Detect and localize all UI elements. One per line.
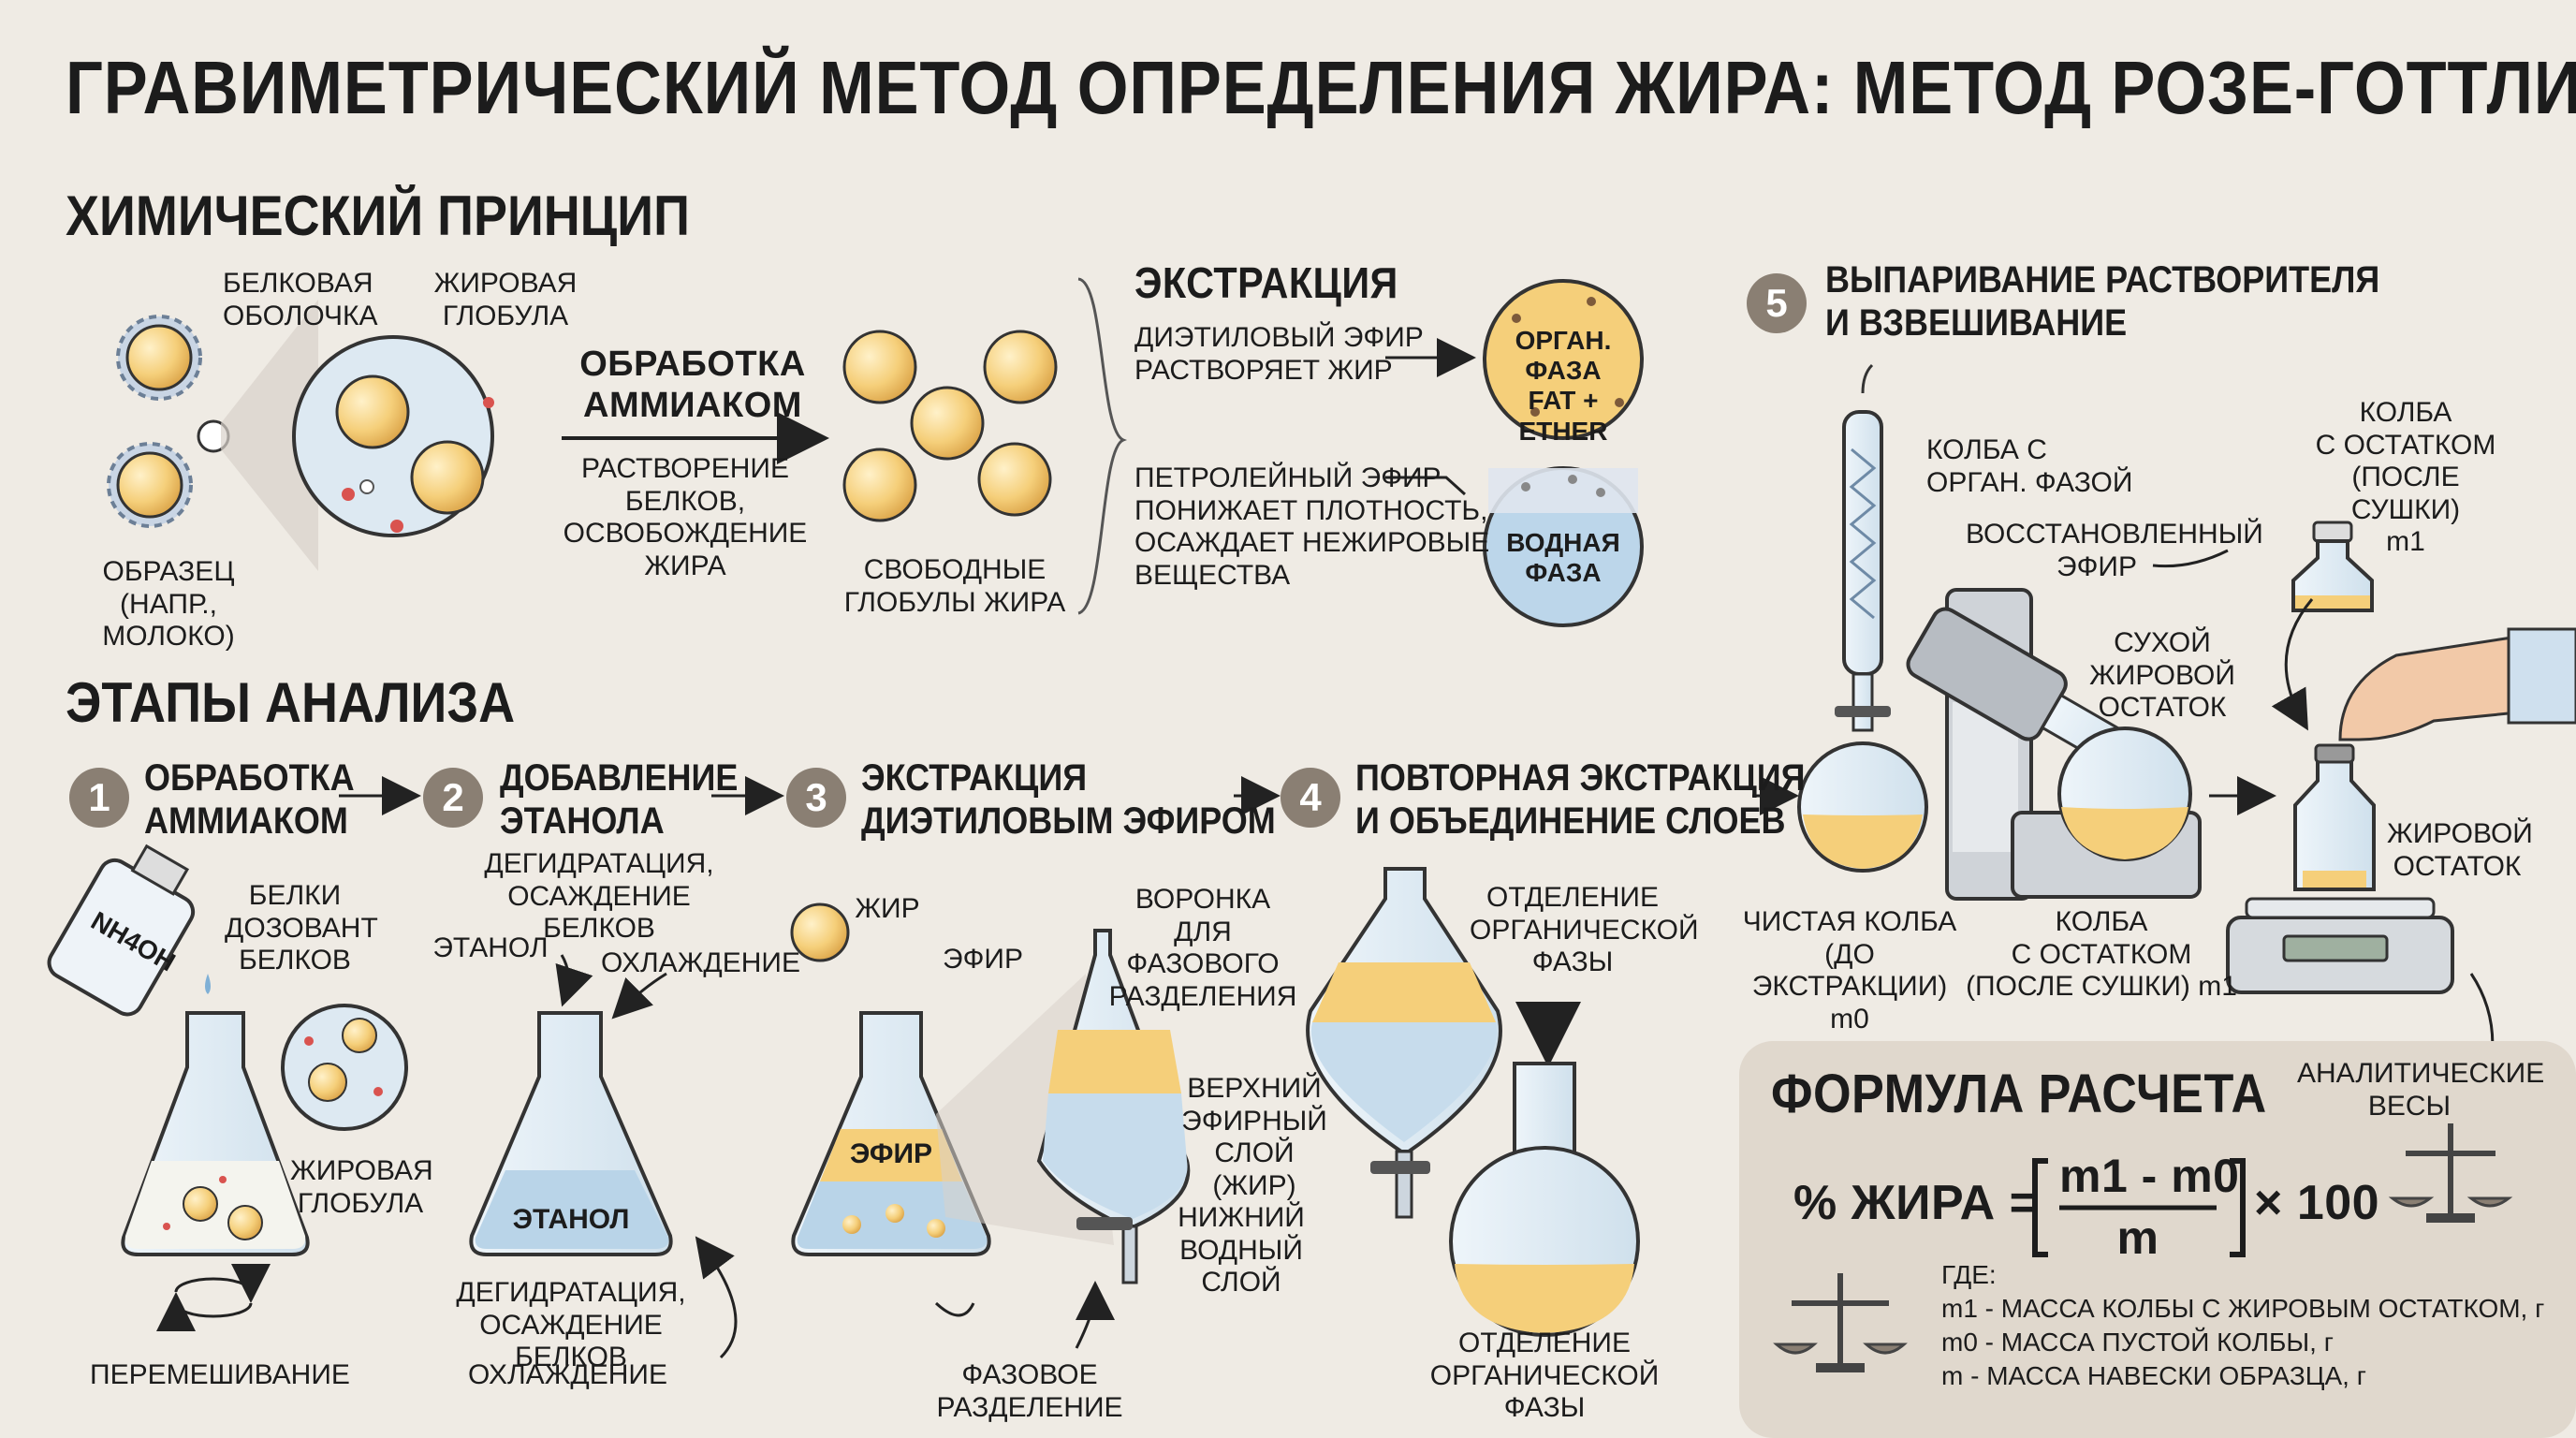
separatory-funnel-3 xyxy=(1036,929,1191,1284)
flask-ether xyxy=(791,1011,991,1256)
organic-phase-circle xyxy=(1483,279,1644,440)
formula-heading: ФОРМУЛА РАСЧЕТА xyxy=(1771,1064,2267,1124)
round-flask-4 xyxy=(1449,1062,1640,1337)
zoom-circle-step1 xyxy=(281,1004,408,1131)
label-free-globules: СВОБОДНЫЕ ГЛОБУЛЫ ЖИРА xyxy=(843,554,1066,618)
label-s5-flask-org: КОЛБА С ОРГАН. ФАЗОЙ xyxy=(1926,434,2133,498)
label-s5-clean-flask: ЧИСТАЯ КОЛБА (ДО ЭКСТРАКЦИИ) m0 xyxy=(1742,906,1957,1034)
ethanol-pointer xyxy=(555,954,593,1007)
fat-droplet xyxy=(790,902,850,962)
step-badge-2: 2 xyxy=(423,768,483,828)
formula-def-1: m1 - МАССА КОЛБЫ С ЖИРОВЫМ ОСТАТКОМ, г xyxy=(1941,1294,2545,1323)
separatory-funnel-4 xyxy=(1306,867,1502,1219)
label-aqueous-phase: ВОДНАЯ ФАЗА xyxy=(1506,528,1620,588)
sep-pointer-right xyxy=(1075,1281,1115,1349)
label-s3-separation: ФАЗОВОЕ РАЗДЕЛЕНИЕ xyxy=(936,1359,1123,1423)
small-vial xyxy=(2291,521,2374,612)
page-title: ГРАВИМЕТРИЧЕСКИЙ МЕТОД ОПРЕДЕЛЕНИЯ ЖИРА:… xyxy=(66,46,2576,129)
flask-ethanol xyxy=(469,1011,673,1256)
magnifier-view xyxy=(197,300,494,571)
step-label-1: ОБРАБОТКА АММИАКОМ xyxy=(144,757,355,842)
formula-lhs: % ЖИРА = xyxy=(1793,1176,2039,1230)
step-label-4: ПОВТОРНАЯ ЭКСТРАКЦИЯ И ОБЪЕДИНЕНИЕ СЛОЕВ xyxy=(1355,757,1806,842)
vial-to-balance xyxy=(2271,598,2314,731)
label-sample: ОБРАЗЕЦ (НАПР., МОЛОКО) xyxy=(102,556,235,652)
label-organic-phase: ОРГАН. ФАЗА FAT + ETHER xyxy=(1515,326,1612,446)
step-label-3: ЭКСТРАКЦИЯ ДИЭТИЛОВЫМ ЭФИРОМ xyxy=(861,757,1276,842)
fat-residue-pointer xyxy=(2152,549,2229,568)
label-s2-bottom: ДЕГИДРАТАЦИЯ, ОСАЖДЕНИЕ БЕЛКОВ xyxy=(456,1277,686,1372)
step-badge-5: 5 xyxy=(1747,273,1807,333)
analytical-balance xyxy=(2226,627,2576,994)
step-label-5: ВЫПАРИВАНИЕ РАСТВОРИТЕЛЯ И ВЗВЕШИВАНИЕ xyxy=(1825,259,2380,344)
free-fat-globules xyxy=(842,330,1058,522)
label-proteins: БЕЛКИ ДОЗОВАНТ БЕЛКОВ xyxy=(225,880,378,976)
principle-heading: ХИМИЧЕСКИЙ ПРИНЦИП xyxy=(66,184,690,247)
mixing-arrows xyxy=(156,1263,271,1332)
flask-step1 xyxy=(121,1011,310,1256)
label-s3-flask: ЭФИР xyxy=(849,1138,933,1169)
label-s3-lower: НИЖНИЙ ВОДНЫЙ СЛОЙ xyxy=(1178,1202,1305,1298)
label-s3-upper: ВЕРХНИЙ ЭФИРНЫЙ СЛОЙ (ЖИР) xyxy=(1181,1073,1327,1201)
cooling-bottom-pointer xyxy=(695,1236,738,1359)
formula-def-3: m - МАССА НАВЕСКИ ОБРАЗЦА, г xyxy=(1941,1361,2366,1390)
label-ammonia-title: ОБРАБОТКА АММИАКОМ xyxy=(579,345,806,425)
extraction-brace xyxy=(1077,277,1127,615)
steps-heading: ЭТАПЫ АНАЛИЗА xyxy=(66,671,516,734)
label-diethyl: ДИЭТИЛОВЫЙ ЭФИР РАСТВОРЯЕТ ЖИР xyxy=(1134,322,1424,386)
cooling-pointer xyxy=(611,972,667,1020)
ammonia-bottle xyxy=(47,844,211,1017)
formula-numerator: m1 - m0 xyxy=(2059,1150,2240,1202)
label-s4-bottom: ОТДЕЛЕНИЕ ОРГАНИЧЕСКОЙ ФАЗЫ xyxy=(1429,1328,1660,1423)
milk-sample-globules xyxy=(107,315,202,528)
label-fat-globule: ЖИРОВАЯ ГЛОБУЛА xyxy=(433,268,578,331)
formula-multiplier: × 100 xyxy=(2254,1176,2380,1230)
label-s5-flask-residue-top: КОЛБА С ОСТАТКОМ (ПОСЛЕ СУШКИ) m1 xyxy=(2315,397,2496,557)
label-s5-fat-residue: ЖИРОВОЙ ОСТАТОК xyxy=(2387,818,2533,882)
label-s5-balance: АНАЛИТИЧЕСКИЕ ВЕСЫ xyxy=(2297,1058,2545,1122)
label-petroleum: ПЕТРОЛЕЙНЫЙ ЭФИР ПОНИЖАЕТ ПЛОТНОСТЬ, ОСА… xyxy=(1134,462,1490,591)
label-s1-globule: ЖИРОВАЯ ГЛОБУЛА xyxy=(290,1155,433,1219)
formula-where: ГДЕ: xyxy=(1941,1260,1997,1289)
rotary-evaporator xyxy=(1797,363,2202,901)
step-badge-3: 3 xyxy=(786,768,846,828)
label-ammonia-desc: РАСТВОРЕНИЕ БЕЛКОВ, ОСВОБОЖДЕНИЕ ЖИРА xyxy=(563,453,808,581)
formula-denominator: m xyxy=(2116,1211,2159,1264)
transfer-arrow xyxy=(1515,1001,1581,1067)
label-s5-recovered: ВОССТАНОВЛЕННЫЙ ЭФИР xyxy=(1966,519,2263,582)
label-s2-cooling-bottom: ОХЛАЖДЕНИЕ xyxy=(468,1359,667,1390)
scales-icon-right xyxy=(2388,1123,2513,1223)
to-aqueous-line xyxy=(1385,476,1467,496)
step-badge-4: 4 xyxy=(1281,768,1340,828)
step-label-2: ДОБАВЛЕНИЕ ЭТАНОЛА xyxy=(500,757,739,842)
label-s2-flask: ЭТАНОЛ xyxy=(512,1204,630,1235)
label-s2-cooling: ОХЛАЖДЕНИЕ xyxy=(601,947,800,978)
label-mixing: ПЕРЕМЕШИВАНИЕ xyxy=(90,1359,350,1390)
label-s2-ethanol: ЭТАНОЛ xyxy=(432,932,549,963)
formula-def-2: m0 - МАССА ПУСТОЙ КОЛБЫ, г xyxy=(1941,1328,2334,1357)
label-s2-top: ДЕГИДРАТАЦИЯ, ОСАЖДЕНИЕ БЕЛКОВ xyxy=(484,848,714,944)
step-badge-1: 1 xyxy=(69,768,129,828)
label-s3-ether: ЭФИР xyxy=(943,944,1023,975)
formula-brackets xyxy=(2032,1158,2246,1257)
label-s4-top: ОТДЕЛЕНИЕ ОРГАНИЧЕСКОЙ ФАЗЫ xyxy=(1470,882,1699,977)
extraction-heading: ЭКСТРАКЦИЯ xyxy=(1134,258,1398,307)
label-s5-flask-residue: КОЛБА С ОСТАТКОМ (ПОСЛЕ СУШКИ) m1 xyxy=(1966,906,2237,1002)
label-protein-shell: БЕЛКОВАЯ ОБОЛОЧКА xyxy=(223,268,378,331)
label-s5-dry-residue: СУХОЙ ЖИРОВОЙ ОСТАТОК xyxy=(2089,627,2235,723)
aqueous-phase-circle xyxy=(1483,466,1644,627)
formula-panel xyxy=(1739,1041,2576,1438)
scales-icon-left xyxy=(1773,1273,1908,1372)
label-s3-funnel: ВОРОНКА ДЛЯ ФАЗОВОГО РАЗДЕЛЕНИЯ xyxy=(1108,884,1297,1012)
sep-pointer-left xyxy=(934,1301,975,1317)
label-s3-fat: ЖИР xyxy=(855,893,920,924)
